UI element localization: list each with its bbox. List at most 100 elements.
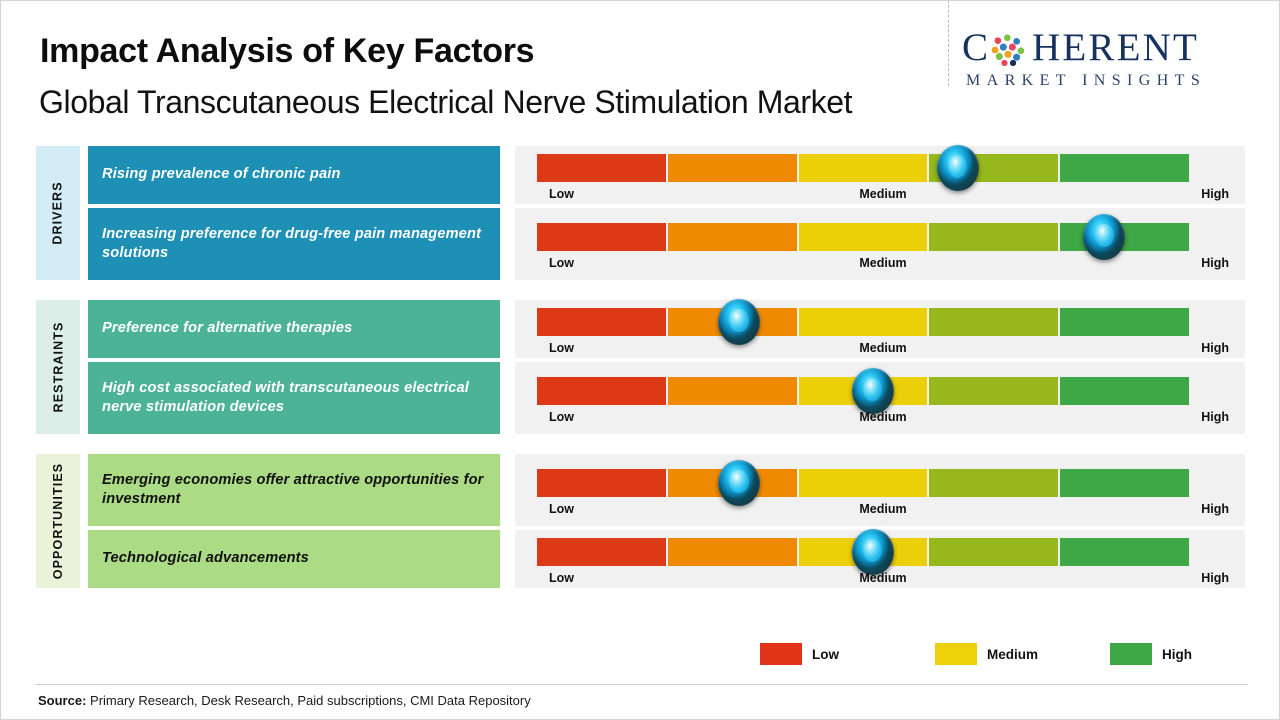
gauge-segment-4 bbox=[929, 223, 1059, 251]
gauge-tick-high: High bbox=[1201, 410, 1229, 424]
glowing-blue-sphere-marker-icon[interactable] bbox=[718, 299, 761, 345]
category-label-restraints: RESTRAINTS bbox=[36, 300, 80, 434]
company-logo: C HERENT MARKET INSIGHTS bbox=[962, 26, 1262, 94]
legend-swatch bbox=[935, 643, 977, 665]
gauge-tick-medium: Medium bbox=[859, 187, 907, 201]
factor-box[interactable]: Rising prevalence of chronic pain bbox=[88, 146, 500, 204]
gauge-segment-4 bbox=[929, 308, 1059, 336]
gauge-tick-labels: Low Medium High bbox=[537, 502, 1229, 520]
gauge-tick-high: High bbox=[1201, 571, 1229, 585]
page-header: Impact Analysis of Key Factors Global Tr… bbox=[0, 0, 1280, 136]
gauge-segment-1 bbox=[537, 377, 666, 405]
gauge-segment-3 bbox=[798, 469, 928, 497]
factor-box[interactable]: Increasing preference for drug-free pain… bbox=[88, 208, 500, 280]
impact-gauge: Low Medium High bbox=[515, 145, 1245, 205]
logo-letter-c: C bbox=[962, 26, 991, 69]
gauge-segment-4 bbox=[929, 538, 1059, 566]
page-title: Impact Analysis of Key Factors bbox=[40, 32, 535, 70]
gauge-segment-2 bbox=[667, 154, 797, 182]
glowing-blue-sphere-marker-icon[interactable] bbox=[936, 145, 979, 191]
gauge-tick-low: Low bbox=[549, 256, 574, 270]
gauge-segment-1 bbox=[537, 223, 666, 251]
logo-word-rest: HERENT bbox=[1032, 26, 1200, 69]
gauge-tick-low: Low bbox=[549, 410, 574, 424]
gauge-segment-2 bbox=[667, 377, 797, 405]
factor-label: High cost associated with transcutaneous… bbox=[102, 379, 469, 415]
gauge-segment-5 bbox=[1060, 308, 1189, 336]
factor-box[interactable]: Preference for alternative therapies bbox=[88, 300, 500, 358]
gauge-segment-4 bbox=[929, 469, 1059, 497]
gauge-tick-medium: Medium bbox=[859, 410, 907, 424]
legend-label: High bbox=[1162, 646, 1192, 662]
gauge-bar bbox=[537, 308, 1189, 336]
glowing-blue-sphere-marker-icon[interactable] bbox=[851, 368, 894, 414]
gauge-segment-3 bbox=[798, 308, 928, 336]
legend-label: Low bbox=[812, 646, 839, 662]
gauge-segment-1 bbox=[537, 308, 666, 336]
gauge-segment-2 bbox=[667, 538, 797, 566]
gauge-tick-high: High bbox=[1201, 341, 1229, 355]
gauge-tick-high: High bbox=[1201, 187, 1229, 201]
gauge-segment-5 bbox=[1060, 154, 1189, 182]
legend-swatch bbox=[760, 643, 802, 665]
gauge-bar bbox=[537, 223, 1189, 251]
gauge-bar bbox=[537, 154, 1189, 182]
factor-label: Emerging economies offer attractive oppo… bbox=[102, 471, 484, 507]
legend-item: Low bbox=[760, 643, 839, 665]
glowing-blue-sphere-marker-icon[interactable] bbox=[1083, 214, 1126, 260]
source-text: Primary Research, Desk Research, Paid su… bbox=[86, 693, 531, 708]
factor-label: Rising prevalence of chronic pain bbox=[102, 166, 341, 183]
gauge-tick-medium: Medium bbox=[859, 502, 907, 516]
gauge-tick-low: Low bbox=[549, 341, 574, 355]
gauge-segment-5 bbox=[1060, 469, 1189, 497]
gauge-segment-1 bbox=[537, 538, 666, 566]
gauge-tick-high: High bbox=[1201, 256, 1229, 270]
legend-swatch bbox=[1110, 643, 1152, 665]
gauge-tick-labels: Low Medium High bbox=[537, 410, 1229, 428]
gauge-tick-high: High bbox=[1201, 502, 1229, 516]
impact-gauge: Low Medium High bbox=[515, 208, 1245, 280]
category-label-text: RESTRAINTS bbox=[51, 321, 65, 413]
gauge-tick-low: Low bbox=[549, 502, 574, 516]
glowing-blue-sphere-marker-icon[interactable] bbox=[851, 529, 894, 575]
gauge-bar bbox=[537, 538, 1189, 566]
legend-label: Medium bbox=[987, 646, 1039, 662]
source-note: Source: Primary Research, Desk Research,… bbox=[38, 693, 531, 708]
glowing-blue-sphere-marker-icon[interactable] bbox=[718, 460, 761, 506]
gauge-tick-labels: Low Medium High bbox=[537, 256, 1229, 274]
gauge-tick-medium: Medium bbox=[859, 341, 907, 355]
logo-tagline: MARKET INSIGHTS bbox=[966, 72, 1207, 89]
gauge-segment-2 bbox=[667, 223, 797, 251]
legend-item: Medium bbox=[935, 643, 1038, 665]
category-label-text: DRIVERS bbox=[51, 181, 65, 245]
gauge-segment-1 bbox=[537, 154, 666, 182]
factor-box[interactable]: Technological advancements bbox=[88, 530, 500, 588]
gauge-bar bbox=[537, 469, 1189, 497]
legend-item: High bbox=[1110, 643, 1192, 665]
gauge-segment-3 bbox=[798, 154, 928, 182]
category-label-drivers: DRIVERS bbox=[36, 146, 80, 280]
gauge-tick-medium: Medium bbox=[859, 256, 907, 270]
gauge-tick-low: Low bbox=[549, 187, 574, 201]
impact-gauge: Low Medium High bbox=[515, 454, 1245, 526]
factor-box[interactable]: High cost associated with transcutaneous… bbox=[88, 362, 500, 434]
footer-divider bbox=[36, 684, 1248, 685]
factor-box[interactable]: Emerging economies offer attractive oppo… bbox=[88, 454, 500, 526]
gauge-segment-1 bbox=[537, 469, 666, 497]
logo-wordmark: C HERENT bbox=[962, 26, 1262, 70]
gauge-segment-3 bbox=[798, 223, 928, 251]
gauge-segment-5 bbox=[1060, 377, 1189, 405]
category-label-opportunities: OPPORTUNITIES bbox=[36, 454, 80, 588]
gauge-tick-labels: Low Medium High bbox=[537, 187, 1229, 205]
source-label: Source: bbox=[38, 693, 87, 708]
page-subtitle: Global Transcutaneous Electrical Nerve S… bbox=[39, 84, 853, 120]
gauge-tick-labels: Low Medium High bbox=[537, 341, 1229, 359]
factor-label: Technological advancements bbox=[102, 550, 309, 567]
logo-divider bbox=[948, 0, 949, 86]
gauge-tick-medium: Medium bbox=[859, 571, 907, 585]
gauge-segment-4 bbox=[929, 377, 1059, 405]
colorful-dotted-globe-icon bbox=[990, 32, 1026, 68]
factor-label: Increasing preference for drug-free pain… bbox=[102, 225, 482, 261]
